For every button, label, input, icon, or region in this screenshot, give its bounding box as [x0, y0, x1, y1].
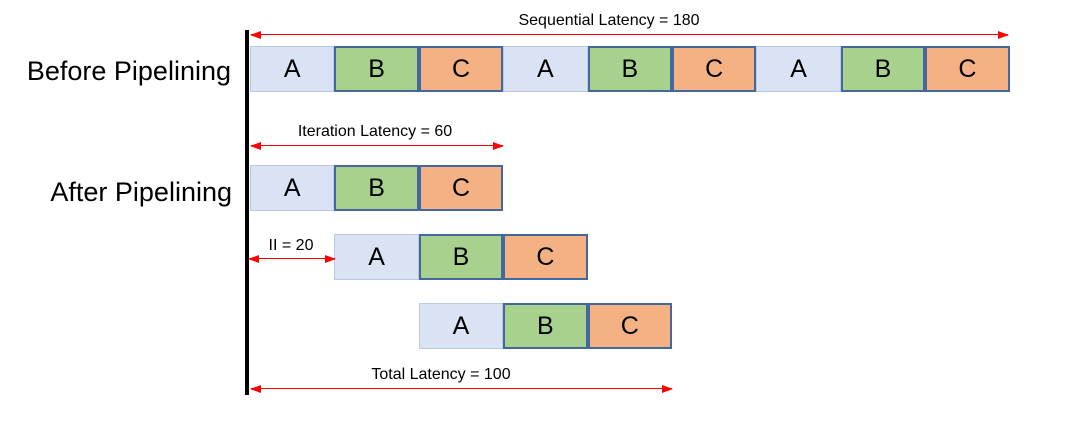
before-row-stage-block-a: A: [250, 46, 335, 92]
arrowhead-left-icon: [248, 255, 259, 264]
before-row-stage-block-b: B: [840, 46, 926, 92]
iteration-2-row-stage-block-a: A: [334, 234, 419, 280]
before-row-stage-block-c: C: [418, 46, 504, 92]
arrowhead-left-icon: [250, 385, 261, 394]
iteration-3-row-stage-block-c: C: [587, 303, 672, 349]
arrowhead-left-icon: [250, 142, 261, 151]
before-row-stage-block-b: B: [587, 46, 672, 92]
iteration-2-row-stage-block-c: C: [503, 234, 588, 280]
before-pipelining-label: Before Pipelining: [26, 56, 231, 86]
arrowhead-left-icon: [250, 31, 261, 40]
before-row-stage-block-c: C: [925, 46, 1010, 92]
arrowhead-right-icon: [662, 385, 673, 394]
before-row-stage-block-a: A: [503, 46, 588, 92]
before-row-stage-block-c: C: [672, 46, 757, 92]
iteration-1-row-stage-block-a: A: [250, 165, 335, 211]
before-row-stage-block-a: A: [756, 46, 841, 92]
arrowhead-right-icon: [325, 255, 336, 264]
iteration-2-row-stage-block-b: B: [418, 234, 504, 280]
total-latency-arrow: [250, 385, 673, 394]
before-row-stage-block-b: B: [334, 46, 419, 92]
timeline-axis: [245, 30, 249, 395]
initiation-interval-arrow: [248, 255, 336, 264]
iteration-latency-text: Iteration Latency = 60: [297, 123, 453, 140]
after-pipelining-label: After Pipelining: [50, 177, 232, 207]
iteration-3-row-stage-block-b: B: [503, 303, 588, 349]
sequential-latency-arrow: [250, 31, 1009, 40]
sequential-latency-text: Sequential Latency = 180: [518, 12, 700, 29]
iteration-latency-arrow: [250, 142, 504, 151]
iteration-1-row-stage-block-b: B: [334, 165, 419, 211]
arrowhead-right-icon: [493, 142, 504, 151]
total-latency-text: Total Latency = 100: [371, 366, 511, 383]
arrowhead-right-icon: [998, 31, 1009, 40]
iteration-3-row-stage-block-a: A: [418, 303, 504, 349]
initiation-interval-text: II = 20: [268, 237, 314, 254]
iteration-1-row-stage-block-c: C: [418, 165, 504, 211]
